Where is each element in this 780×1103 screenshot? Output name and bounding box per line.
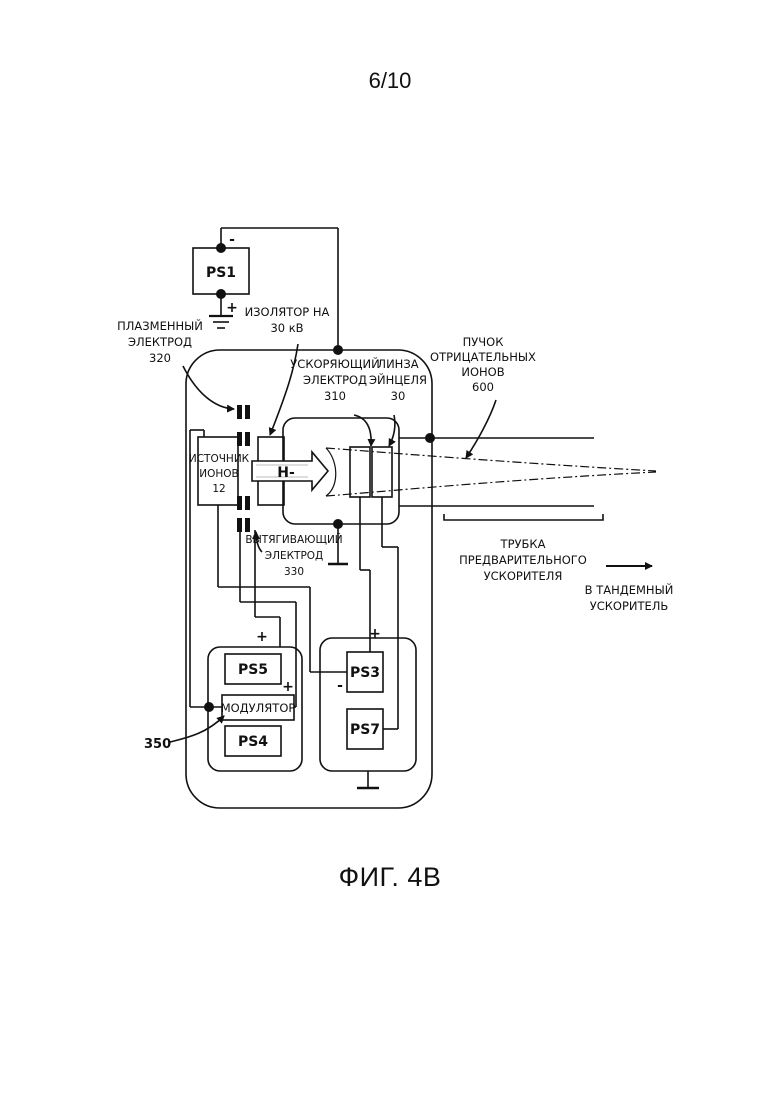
svg-text:ИЗОЛЯТОР НА: ИЗОЛЯТОР НА — [245, 305, 330, 319]
ps1-plus: + — [226, 300, 238, 316]
figure-caption: ФИГ. 4В — [0, 862, 780, 893]
modulator-plus: + — [282, 679, 294, 695]
ps5-label: PS5 — [238, 662, 268, 678]
negative-ion-beam-label: ПУЧОК ОТРИЦАТЕЛЬНЫХ ИОНОВ 600 — [430, 335, 536, 394]
ps3-label: PS3 — [350, 665, 380, 681]
modulator-label: МОДУЛЯТОР — [221, 701, 296, 715]
ps3-minus: - — [337, 678, 343, 694]
svg-text:ПУЧОК: ПУЧОК — [463, 335, 504, 349]
svg-text:12: 12 — [212, 483, 225, 495]
junction-dot — [333, 345, 343, 355]
beam-envelope-upper — [326, 448, 656, 471]
junction-dot — [333, 519, 343, 529]
svg-text:ИОНОВ: ИОНОВ — [199, 468, 238, 480]
to-tandem-accelerator-label: В ТАНДЕМНЫЙ УСКОРИТЕЛЬ — [585, 582, 674, 613]
svg-text:ПЛАЗМЕННЫЙ: ПЛАЗМЕННЫЙ — [117, 318, 203, 333]
svg-text:ПРЕДВАРИТЕЛЬНОГО: ПРЕДВАРИТЕЛЬНОГО — [459, 553, 587, 567]
einzel-lens-30 — [372, 447, 392, 497]
plasma-electrode-label: ПЛАЗМЕННЫЙ ЭЛЕКТРОД 320 — [117, 318, 203, 365]
preaccelerator-tube-label: ТРУБКА ПРЕДВАРИТЕЛЬНОГО УСКОРИТЕЛЯ — [459, 537, 587, 583]
ps1-label: PS1 — [206, 265, 236, 281]
ref-350-label: 350 — [144, 737, 171, 752]
svg-text:ЛИНЗА: ЛИНЗА — [377, 357, 418, 371]
svg-text:ЭЛЕКТРОД: ЭЛЕКТРОД — [303, 373, 367, 387]
einzel-lens-label: ЛИНЗА ЭЙНЦЕЛЯ 30 — [369, 357, 427, 403]
insulator-label: ИЗОЛЯТОР НА 30 кВ — [245, 305, 330, 335]
svg-text:320: 320 — [149, 351, 171, 365]
h-minus-label: H- — [277, 465, 295, 481]
ps1-minus: - — [229, 232, 235, 248]
svg-text:УСКОРИТЕЛЬ: УСКОРИТЕЛЬ — [590, 599, 669, 613]
svg-text:ВЫТЯГИВАЮЩИЙ: ВЫТЯГИВАЮЩИЙ — [245, 533, 342, 546]
beam-envelope-lower — [326, 472, 656, 496]
svg-text:310: 310 — [324, 389, 346, 403]
svg-text:УСКОРЯЮЩИЙ: УСКОРЯЮЩИЙ — [290, 356, 379, 371]
ps3-ps7-group — [320, 638, 416, 771]
ps5-plus: + — [256, 629, 268, 645]
svg-text:ИСТОЧНИК: ИСТОЧНИК — [189, 453, 250, 465]
svg-text:ТРУБКА: ТРУБКА — [500, 537, 546, 551]
ps4-label: PS4 — [238, 734, 268, 750]
ps7-label: PS7 — [350, 722, 380, 738]
svg-text:В ТАНДЕМНЫЙ: В ТАНДЕМНЫЙ — [585, 582, 674, 597]
accel-electrode-label: УСКОРЯЮЩИЙ ЭЛЕКТРОД 310 — [290, 356, 379, 403]
svg-text:ИОНОВ: ИОНОВ — [461, 365, 504, 379]
svg-text:330: 330 — [284, 566, 304, 578]
extraction-electrode-label: ВЫТЯГИВАЮЩИЙ ЭЛЕКТРОД 330 — [245, 533, 342, 578]
svg-text:ЭЙНЦЕЛЯ: ЭЙНЦЕЛЯ — [369, 372, 427, 387]
junction-dot — [425, 433, 435, 443]
svg-text:ОТРИЦАТЕЛЬНЫХ: ОТРИЦАТЕЛЬНЫХ — [430, 350, 536, 364]
svg-text:УСКОРИТЕЛЯ: УСКОРИТЕЛЯ — [484, 569, 563, 583]
svg-text:ЭЛЕКТРОД: ЭЛЕКТРОД — [265, 550, 324, 562]
junction-dot — [216, 243, 226, 253]
junction-dot — [216, 289, 226, 299]
svg-text:600: 600 — [472, 380, 494, 394]
svg-text:ЭЛЕКТРОД: ЭЛЕКТРОД — [128, 335, 192, 349]
svg-text:30 кВ: 30 кВ — [270, 321, 303, 335]
accel-electrode-310 — [350, 447, 370, 497]
junction-dot — [204, 702, 214, 712]
ps3-plus: + — [369, 626, 381, 642]
svg-text:30: 30 — [391, 389, 406, 403]
